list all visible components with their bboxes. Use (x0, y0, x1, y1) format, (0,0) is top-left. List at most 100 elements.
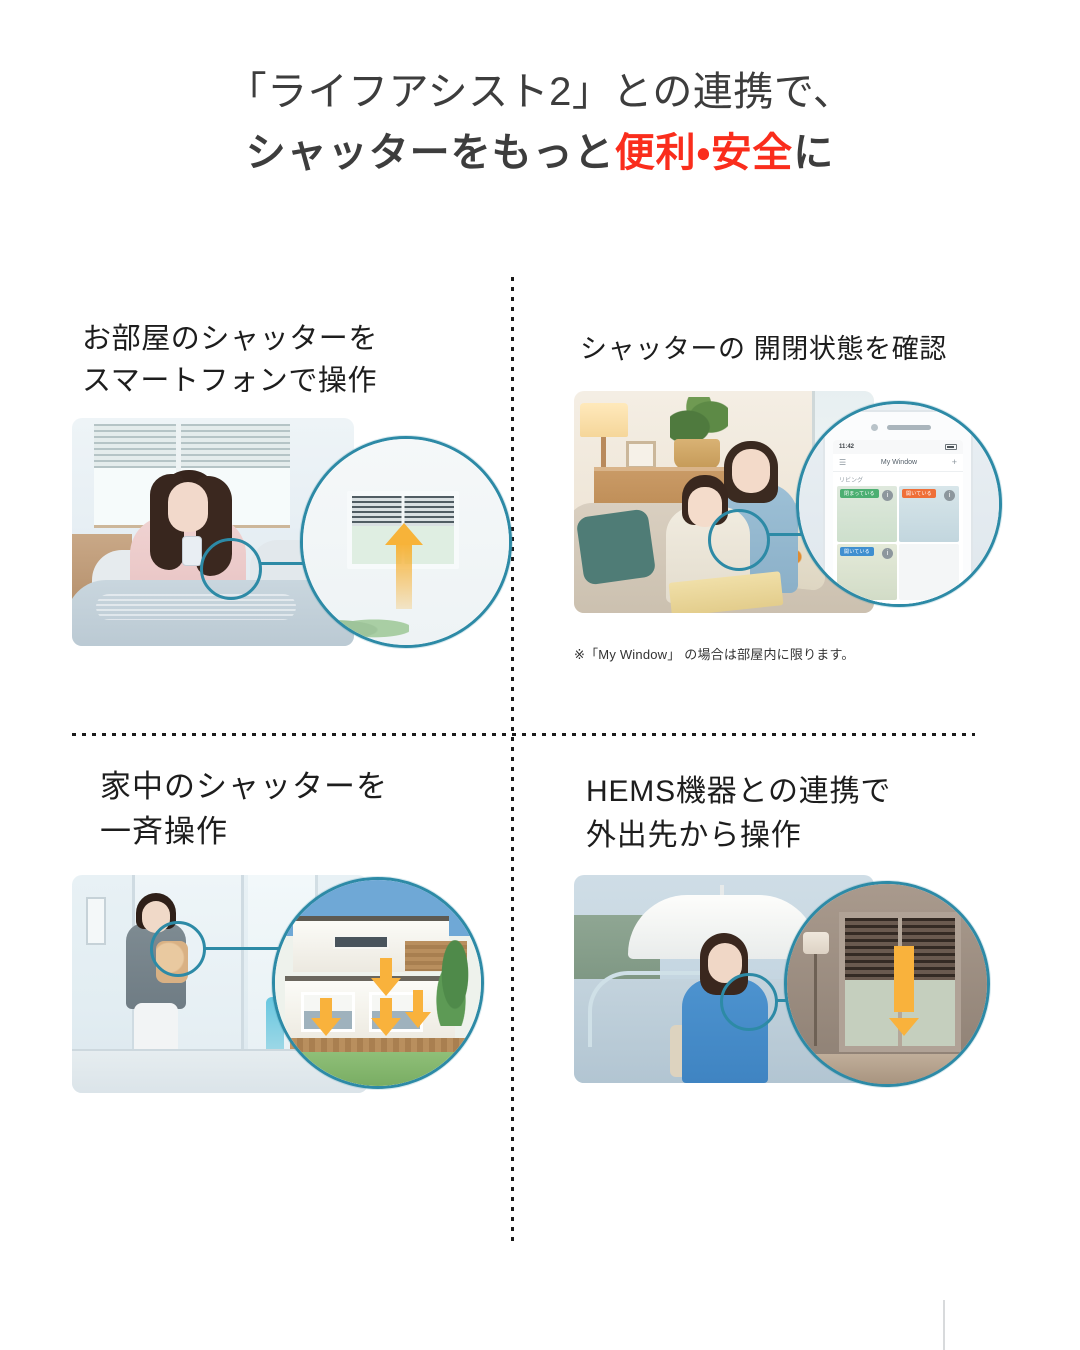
wall-picture (86, 896, 106, 945)
feature-title-line-1: シャッターの 開閉状態を確認 (580, 334, 947, 364)
feature-title-line-1: 家中のシャッターを (100, 769, 388, 804)
status-badge: 開いている (902, 489, 936, 499)
front-camera-icon (871, 424, 878, 432)
feature-title: シャッターの 開閉状態を確認 (574, 330, 1014, 369)
cushion-teal (575, 508, 657, 586)
upper-window (333, 934, 389, 949)
woven-basket (674, 439, 720, 470)
feature-title-line-2: スマートフォンで操作 (82, 365, 378, 398)
arrow-head (405, 1011, 431, 1028)
status-time: 11:42 (839, 444, 855, 451)
shutter-tile-grid: 閉まっている i 開いている i 開いている i (833, 486, 963, 601)
room-label: リビング (839, 478, 864, 485)
arrow-head (385, 523, 423, 546)
app-title: My Window (880, 459, 918, 467)
callout-scene (303, 439, 509, 646)
street-railing (588, 971, 708, 1047)
interior-floor (787, 1054, 987, 1084)
table-lamp-shade (803, 932, 829, 954)
arrow-head (371, 977, 401, 996)
arrow-head (889, 1018, 919, 1036)
horizontal-divider (72, 733, 975, 736)
floor-lamp-shade (580, 403, 628, 438)
footnote-my-window: ※「My Window」 の場合は部屋内に限ります。 (574, 647, 855, 662)
app-screen: 11:42 ☰ My Window + リビング 閉 (833, 440, 963, 605)
lawn (275, 1051, 481, 1086)
sliding-glass-door (839, 912, 961, 1052)
house-second-floor (293, 915, 467, 972)
info-icon[interactable]: i (882, 548, 893, 560)
mother-face (732, 449, 770, 494)
feature-figure (72, 418, 512, 649)
shutter-up-arrow-icon (385, 523, 423, 610)
earpiece-speaker (887, 425, 931, 431)
feature-smartphone-operation: お部屋のシャッターを スマートフォンで操作 (72, 318, 512, 649)
page-title-highlight: 便利・安全 (614, 130, 794, 175)
feature-title-line-2: 外出先から操作 (586, 818, 802, 852)
page-title-line-2: シャッターをもっと便利・安全に (0, 123, 1080, 184)
shutter-down-arrow-icon (311, 992, 341, 1036)
battery-icon (945, 444, 957, 451)
held-smartphone (182, 536, 202, 567)
hamburger-icon[interactable]: ☰ (839, 457, 847, 467)
arrow-shaft (894, 946, 914, 1012)
outdoor-greenery (309, 613, 409, 642)
shutter-down-arrow-icon (405, 986, 431, 1028)
callout-target-ring (200, 538, 262, 601)
arrow-shaft (396, 543, 412, 610)
page-title-line-1: 「ライフアシスト2」との連携で、 (226, 70, 854, 114)
callout-target-ring (720, 973, 778, 1031)
feature-figure (72, 874, 512, 1093)
arrow-shaft (380, 957, 392, 980)
callout-target-ring (708, 509, 770, 572)
page-title-line-2-before: シャッターをもっと (245, 130, 615, 175)
callout-leader-line (768, 533, 814, 537)
feature-open-close-status: シャッターの 開閉状態を確認 (574, 330, 1014, 614)
info-icon[interactable]: i (944, 490, 955, 502)
callout-scene (275, 879, 481, 1086)
callout-leader-line (204, 946, 284, 950)
page-edge-mark (943, 1300, 945, 1350)
info-icon[interactable]: i (882, 490, 893, 502)
houseplant (670, 397, 728, 448)
feature-figure (574, 875, 1014, 1087)
vertical-divider (511, 277, 514, 1242)
page-title: 「ライフアシスト2」との連携で、 シャッターをもっと便利・安全に (0, 62, 1080, 184)
photo-bedroom-smartphone (72, 418, 354, 647)
status-badge: 閉まっている (840, 489, 879, 499)
shutter-tile[interactable]: 閉まっている i (837, 486, 897, 543)
shutter-tile[interactable]: 開いている i (899, 486, 959, 543)
feature-title-line-1: HEMS機器との連携で (586, 775, 892, 808)
feature-title-line-2: 一斉操作 (100, 813, 228, 849)
arrow-head (371, 1017, 401, 1036)
feature-title: HEMS機器との連携で 外出先から操作 (574, 770, 1014, 857)
woman-face (168, 482, 208, 533)
arrow-shaft (380, 997, 392, 1020)
arrow-shaft (320, 997, 332, 1020)
feature-figure: 11:42 ☰ My Window + リビング 閉 (574, 391, 1014, 614)
shutter-down-arrow-icon (881, 946, 927, 1036)
callout-interior-shutter (784, 881, 990, 1087)
wooden-deck (279, 1037, 465, 1054)
callout-house-exterior (272, 876, 484, 1089)
umbrella-tip (720, 885, 724, 901)
page-title-line-2-after: に (793, 130, 835, 175)
feature-title: お部屋のシャッターを スマートフォンで操作 (72, 318, 512, 402)
plus-icon[interactable]: + (951, 457, 957, 468)
callout-scene: 11:42 ☰ My Window + リビング 閉 (799, 404, 999, 605)
status-bar: 11:42 (833, 440, 963, 455)
callout-leader-line (260, 562, 312, 566)
shutter-tile[interactable]: 開いている i (837, 544, 897, 601)
callout-window-opening (300, 436, 512, 649)
feature-title-line-1: お部屋のシャッターを (82, 323, 379, 355)
garden-tree (435, 939, 475, 1026)
shutter-down-arrow-icon (371, 990, 401, 1036)
feature-hems-remote: HEMS機器との連携で 外出先から操作 (574, 770, 1014, 1087)
photo-frame (626, 441, 656, 470)
arrow-shaft (413, 989, 423, 1012)
feature-whole-house-batch: 家中のシャッターを 一斉操作 (72, 765, 512, 1093)
shutter-tile[interactable] (899, 544, 959, 601)
table-lamp-pole (814, 954, 817, 1046)
smartphone-device: 11:42 ☰ My Window + リビング 閉 (823, 410, 973, 605)
